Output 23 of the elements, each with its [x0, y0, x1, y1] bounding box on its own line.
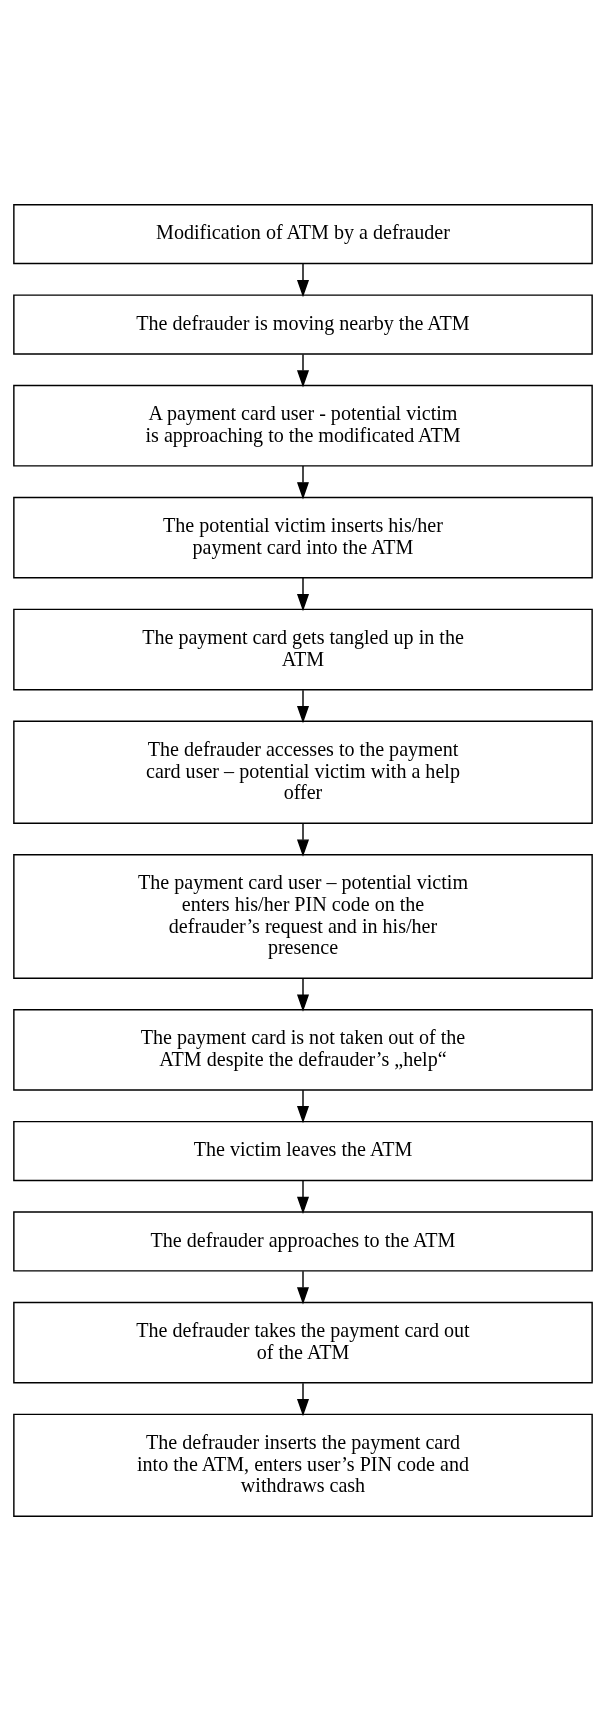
arrow: [296, 262, 310, 297]
arrow: [296, 689, 310, 723]
node-box: Modification of ATM by a defrauder: [13, 203, 593, 264]
arrow: [296, 1088, 310, 1123]
arrow: [296, 1270, 310, 1304]
arrow: [296, 576, 310, 611]
arrow: [296, 977, 310, 1012]
node-box: The potential victim inserts his/her payment card into the ATM: [13, 496, 593, 579]
node-box: The payment card user – potential victim enters his/her PIN code on the defrauder’s request and in his/her presence: [13, 853, 593, 979]
node-box: The defrauder is moving nearby the ATM: [13, 293, 593, 355]
arrow: [296, 464, 310, 499]
arrow: [296, 822, 310, 857]
node-box: The defrauder approaches to the ATM: [13, 1210, 593, 1272]
node-box: A payment card user - potential victim is approaching to the modificated ATM: [13, 384, 593, 467]
node-box: The defrauder takes the payment card out of the ATM: [13, 1301, 593, 1384]
arrow: [296, 353, 310, 387]
arrow: [296, 1179, 310, 1214]
node-box: The defrauder accesses to the payment card user – potential victim with a help offer: [13, 720, 593, 824]
node-box: The payment card is not taken out of the ATM despite the defrauder’s „help“: [13, 1008, 593, 1091]
arrow: [296, 1382, 310, 1416]
node-box: The victim leaves the ATM: [13, 1120, 593, 1181]
node-box: The payment card gets tangled up in the ATM: [13, 608, 593, 690]
node-box: The defrauder inserts the payment card into the ATM, enters user’s PIN code and withdraws cash: [13, 1413, 593, 1517]
